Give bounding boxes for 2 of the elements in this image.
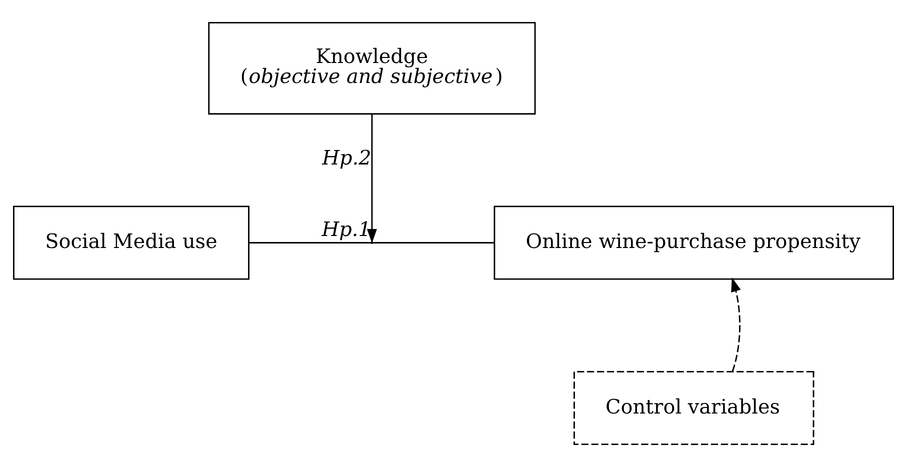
edge-label: Hp.1 — [322, 216, 371, 240]
edge-label: Hp.2 — [322, 145, 372, 170]
